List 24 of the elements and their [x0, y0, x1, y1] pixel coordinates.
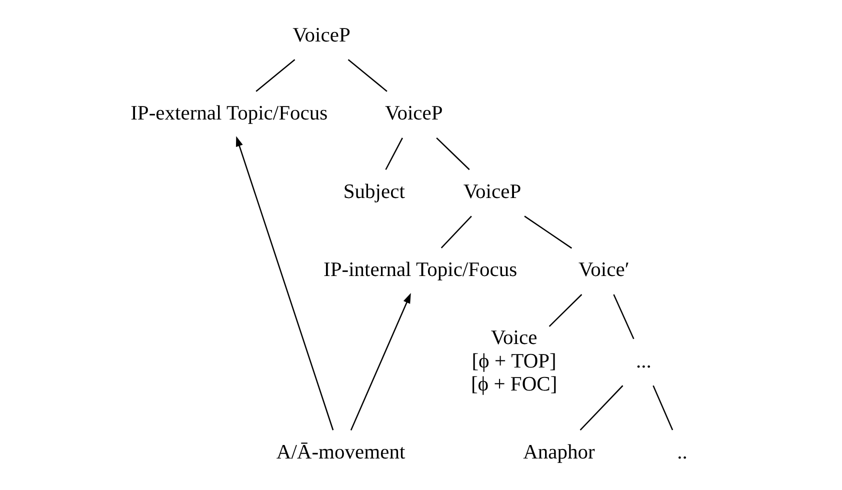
connector: [524, 216, 572, 249]
connector: [385, 138, 403, 170]
node-text: A/Ā-movement: [276, 441, 406, 464]
connector: [436, 137, 470, 170]
node-text: Voice′: [578, 259, 630, 282]
node-text: VoiceP: [292, 24, 350, 46]
connector: [548, 294, 582, 327]
node-text: ...: [636, 350, 652, 372]
connector: [440, 216, 472, 248]
connector: [348, 59, 388, 92]
node-text: Anaphor: [523, 441, 595, 464]
node-text: IP-internal Topic/Focus: [324, 259, 518, 282]
connector: [652, 385, 674, 430]
node-text: ..: [677, 441, 688, 464]
node-text: VoiceP: [463, 180, 522, 203]
node-text: Voice [ϕ + TOP] [ϕ + FOC]: [470, 327, 558, 396]
node-text: Subject: [343, 180, 405, 203]
arrow: [350, 292, 411, 430]
node-text: IP-external Topic/Focus: [130, 102, 328, 125]
arrow: [236, 136, 334, 430]
connector: [256, 59, 296, 92]
node-text: VoiceP: [385, 102, 443, 125]
connector: [613, 294, 634, 340]
connector: [580, 385, 624, 430]
